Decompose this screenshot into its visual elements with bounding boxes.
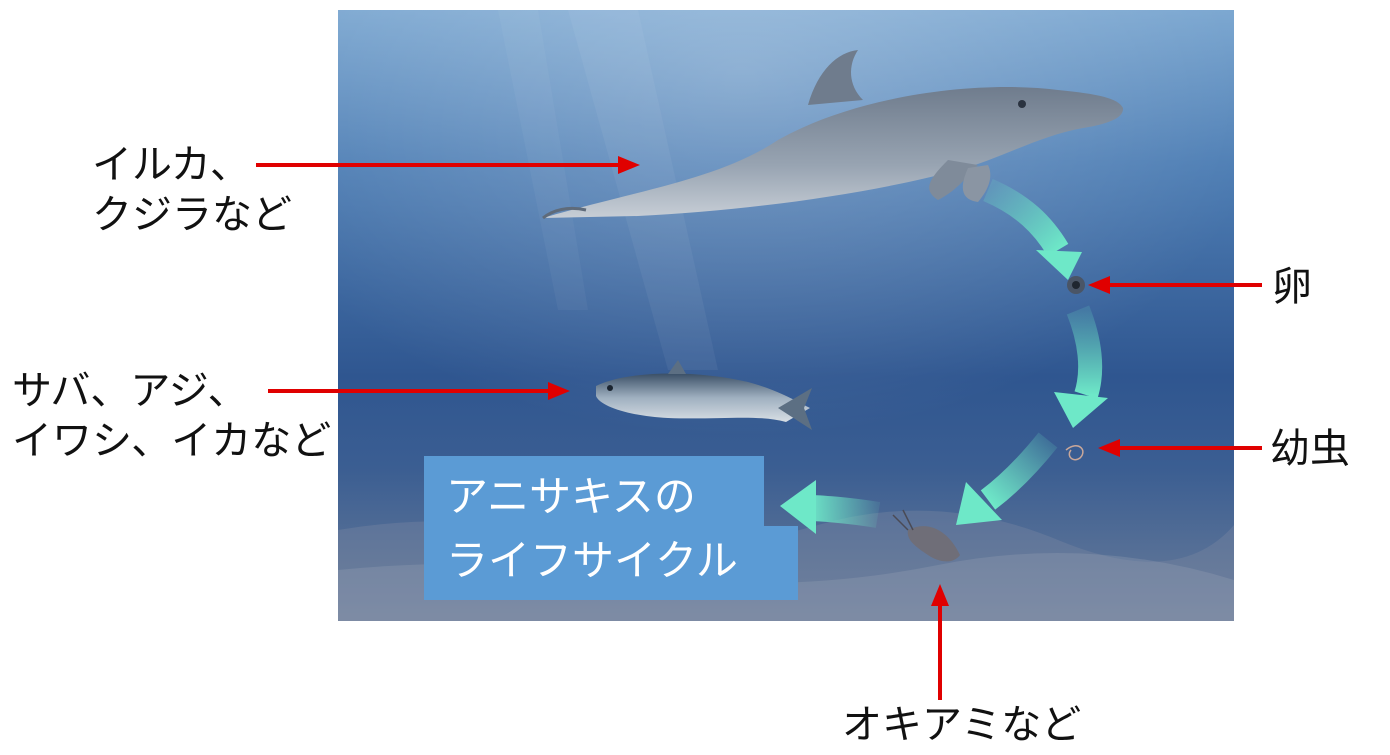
title-box: アニサキスの ライフサイクル	[424, 456, 798, 600]
label-dolphin-whale-line-2: クジラなど	[92, 192, 292, 238]
cycle-arrow-3	[956, 432, 1058, 525]
label-dolphin-whale: イルカ、 クジラなど	[92, 140, 292, 240]
cycle-arrow-2	[1054, 305, 1108, 428]
label-krill: オキアミなど	[842, 702, 1082, 748]
egg-illustration	[1067, 276, 1085, 294]
dolphin-illustration	[542, 50, 1124, 220]
larva-illustration	[1065, 445, 1084, 461]
label-egg: 卵	[1272, 264, 1312, 310]
label-dolphin-whale-line-1: イルカ、	[92, 142, 250, 188]
label-fish-squid-line-1: サバ、アジ、	[12, 368, 248, 414]
label-fish-squid: サバ、アジ、 イワシ、イカなど	[12, 366, 331, 466]
label-fish-squid-line-2: イワシ、イカなど	[12, 418, 332, 464]
label-larva: 幼虫	[1270, 426, 1350, 472]
title-line-2: ライフサイクル	[446, 536, 738, 585]
title-line-1: アニサキスの	[446, 472, 696, 521]
cycle-arrow-1	[983, 178, 1082, 280]
title-box-background	[424, 456, 798, 600]
cycle-arrow-4	[780, 480, 881, 534]
mackerel-illustration	[596, 360, 812, 430]
krill-illustration	[892, 509, 960, 562]
